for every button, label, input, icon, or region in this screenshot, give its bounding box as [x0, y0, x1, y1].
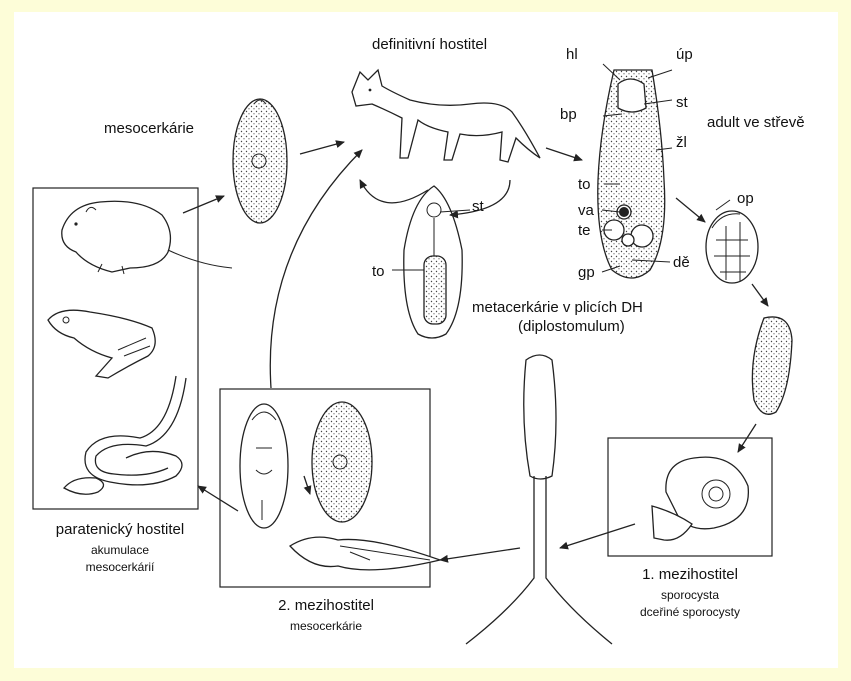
miracidium-drawing — [752, 317, 792, 414]
second-host-sub: mesocerkárie — [226, 619, 426, 633]
second-host-label: 2. mezihostitel — [226, 597, 426, 614]
metacercaria-drawing — [404, 186, 462, 338]
rat-drawing — [62, 201, 232, 274]
mesocercaria-top-drawing — [233, 99, 287, 223]
arrow-cercaria-to-tadpole — [440, 548, 520, 560]
mesocercaria-top-label: mesocerkárie — [104, 120, 194, 137]
frog-drawing — [48, 310, 155, 378]
definitive-host-label: definitivní hostitel — [372, 36, 487, 53]
adult-te-label: te — [578, 222, 591, 239]
adult-fluke-drawing — [598, 70, 665, 278]
first-host-sub2: dceřiné sporocysty — [600, 605, 780, 619]
first-host-label: 1. mezihostitel — [600, 566, 780, 583]
adult-up-label: úp — [676, 46, 693, 63]
arrow-inner-second-host — [304, 476, 310, 494]
adult-to-label: to — [578, 176, 591, 193]
arrow-egg-to-miracidium — [752, 284, 768, 306]
arrow-meta-to-fox — [360, 180, 428, 203]
adult-de-label: dě — [673, 254, 690, 271]
paratenic-host-sub2: mesocerkárií — [20, 560, 220, 574]
arrow-snail-to-cercaria — [560, 524, 635, 548]
adult-bp-label: bp — [560, 106, 577, 123]
snail-drawing — [652, 457, 748, 540]
arrow-rat-to-mesocercaria — [183, 196, 224, 213]
metacercaria-sub-label: (diplostomulum) — [518, 318, 625, 335]
arrow-fox-to-adult — [546, 148, 582, 160]
snake-drawing — [64, 376, 186, 494]
arrow-second-host-to-paratenic — [198, 486, 238, 511]
fox-drawing — [352, 70, 540, 162]
meta-to-label: to — [372, 263, 385, 280]
adult-label: adult ve střevě — [707, 114, 805, 131]
paratenic-host-label: paratenický hostitel — [20, 521, 220, 538]
egg-drawing — [706, 211, 758, 283]
cercaria-drawing — [466, 355, 612, 644]
arrow-mesocercaria-to-fox — [300, 142, 344, 154]
adult-st-label: st — [676, 94, 688, 111]
egg-operculum-label: op — [737, 190, 754, 207]
arrow-adult-to-egg — [676, 198, 705, 222]
adult-zl-label: žl — [676, 134, 687, 151]
adult-va-label: va — [578, 202, 594, 219]
second-host-mesocercaria-drawing — [240, 402, 372, 528]
metacercaria-label: metacerkárie v plicích DH — [472, 299, 643, 316]
adult-gp-label: gp — [578, 264, 595, 281]
adult-hl-label: hl — [566, 46, 578, 63]
tadpole-drawing — [290, 537, 440, 570]
paratenic-host-sub1: akumulace — [20, 543, 220, 557]
first-host-sub1: sporocysta — [600, 588, 780, 602]
meta-st-label: st — [472, 198, 484, 215]
